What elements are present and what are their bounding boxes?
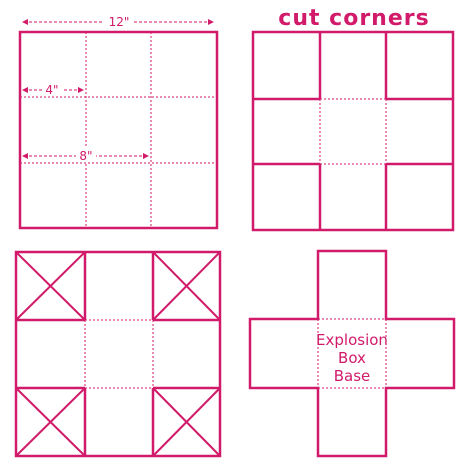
net-label-line1: Explosion [316, 331, 388, 349]
dim-12-arrow-right [208, 19, 214, 25]
outer-square [18, 30, 219, 230]
corner-x-bottom-right [152, 387, 221, 457]
net-label-line3: Base [334, 367, 371, 385]
panel-marked-corners [14, 250, 222, 458]
corner-x-top-left [15, 251, 86, 321]
corner-x-top-right [152, 251, 221, 321]
panel-measured-square: 12" 4" 8" [18, 14, 219, 230]
dim-4-label: 4" [45, 83, 58, 97]
outer-square [14, 250, 222, 458]
dim-12-label: 12" [109, 15, 130, 29]
panel-cut-corners: cut corners [251, 6, 455, 232]
cut-corners-title: cut corners [278, 6, 429, 31]
dim-4-arrow-right [78, 87, 84, 93]
outer-square [251, 30, 455, 232]
dim-8-arrow-left [22, 153, 28, 159]
dim-8-arrow-right [143, 153, 149, 159]
dim-4-arrow-left [22, 87, 28, 93]
corner-x-bottom-left [15, 387, 86, 457]
panel-box-base-net: Explosion Box Base [248, 249, 456, 458]
dim-8-label: 8" [79, 149, 92, 163]
dim-12-arrow-left [22, 19, 28, 25]
net-label-line2: Box [338, 349, 366, 367]
